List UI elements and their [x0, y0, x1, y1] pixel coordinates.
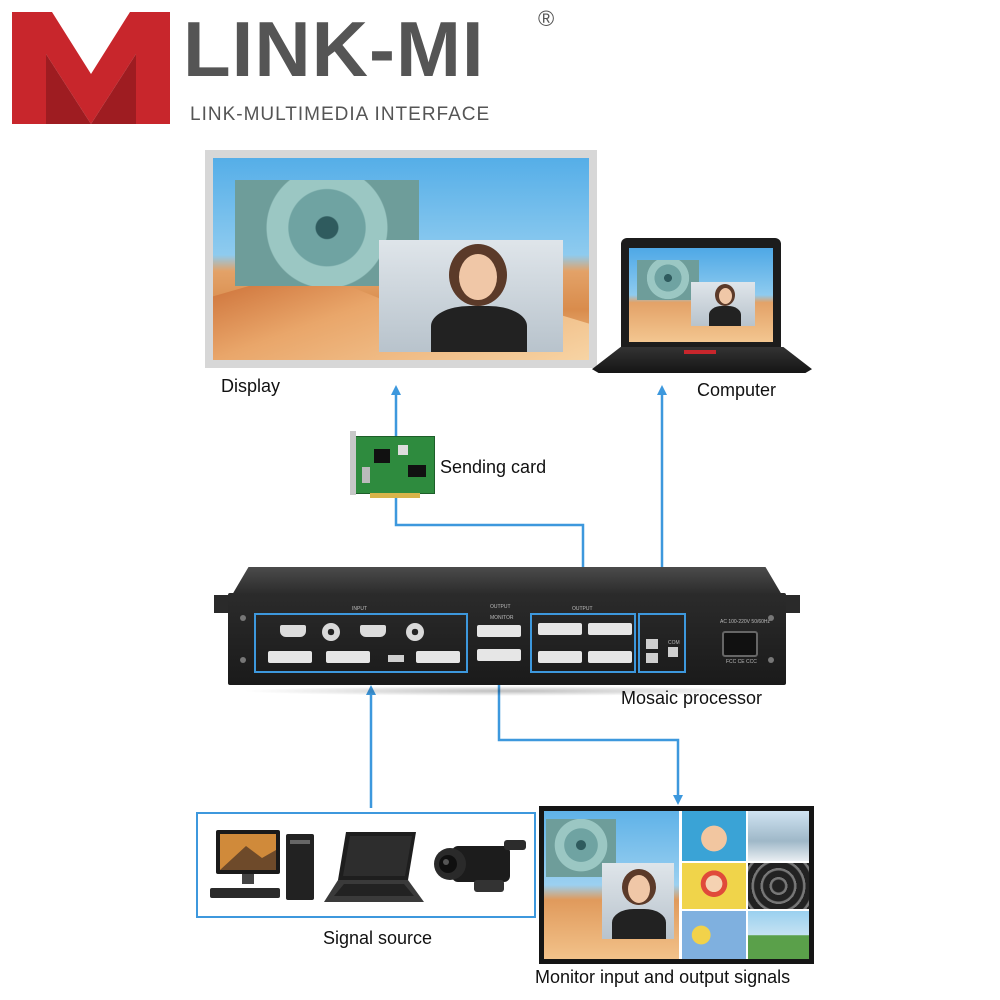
bnc-port-2	[406, 623, 424, 641]
rj45-port-1	[646, 639, 658, 649]
input-panel: INPUT	[254, 613, 468, 673]
dvi-input-3	[416, 651, 460, 663]
sending-card-icon	[355, 436, 435, 494]
bnc-port-1	[322, 623, 340, 641]
desktop-pc-icon	[206, 824, 318, 906]
dvi-output-1	[538, 623, 582, 635]
signal-laptop-icon	[324, 828, 428, 908]
brand-tagline: LINK-MULTIMEDIA INTERFACE	[190, 104, 490, 126]
rack-ear-right	[786, 595, 800, 613]
dvi-output-4	[588, 651, 632, 663]
monitor-output-section: OUTPUT MONITOR	[474, 613, 524, 673]
mosaic-processor: INPUT OUTPUT MONITOR OUTPUT COM AC 100-2…	[228, 593, 786, 685]
sending-card-caption: Sending card	[440, 457, 546, 478]
monitor-caption: Monitor input and output signals	[535, 967, 790, 988]
processor-caption: Mosaic processor	[621, 688, 762, 709]
signal-source-caption: Signal source	[323, 928, 432, 949]
dvi-input-1	[268, 651, 312, 663]
power-socket-icon	[722, 631, 758, 657]
brand-name: LINK-MI	[183, 10, 485, 88]
trackpoint-strip	[684, 350, 716, 354]
power-rating: AC 100-220V 50/60Hz	[720, 619, 770, 625]
display-caption: Display	[221, 376, 280, 397]
output-panel: OUTPUT	[530, 613, 636, 673]
monitor-dvi-port	[477, 625, 521, 637]
monitor-screen	[544, 811, 809, 959]
lan-panel: COM	[638, 613, 686, 673]
display-screen	[213, 158, 589, 360]
dvi-output-2	[588, 623, 632, 635]
vga-port-2	[360, 625, 386, 637]
led-display	[205, 150, 597, 368]
portrait-window	[379, 240, 563, 352]
dvi-output-3	[538, 651, 582, 663]
rack-ear-left	[214, 595, 228, 613]
monitor-dvi-port-2	[477, 649, 521, 661]
signal-source-box	[196, 812, 536, 918]
vga-port-1	[280, 625, 306, 637]
processor-top-cover	[232, 567, 782, 595]
hdmi-input	[388, 655, 404, 662]
link-mi-logo-icon	[12, 12, 170, 124]
com-port	[668, 647, 678, 657]
laptop-computer	[621, 238, 781, 348]
monitor	[539, 806, 814, 964]
input-label: INPUT	[352, 606, 367, 612]
certification-marks: FCC CE CCC	[726, 659, 757, 665]
camcorder-icon	[434, 832, 530, 906]
registered-mark: ®	[538, 6, 554, 32]
computer-caption: Computer	[697, 380, 776, 401]
dvi-input-2	[326, 651, 370, 663]
laptop-screen	[629, 248, 773, 342]
rj45-port-2	[646, 653, 658, 663]
